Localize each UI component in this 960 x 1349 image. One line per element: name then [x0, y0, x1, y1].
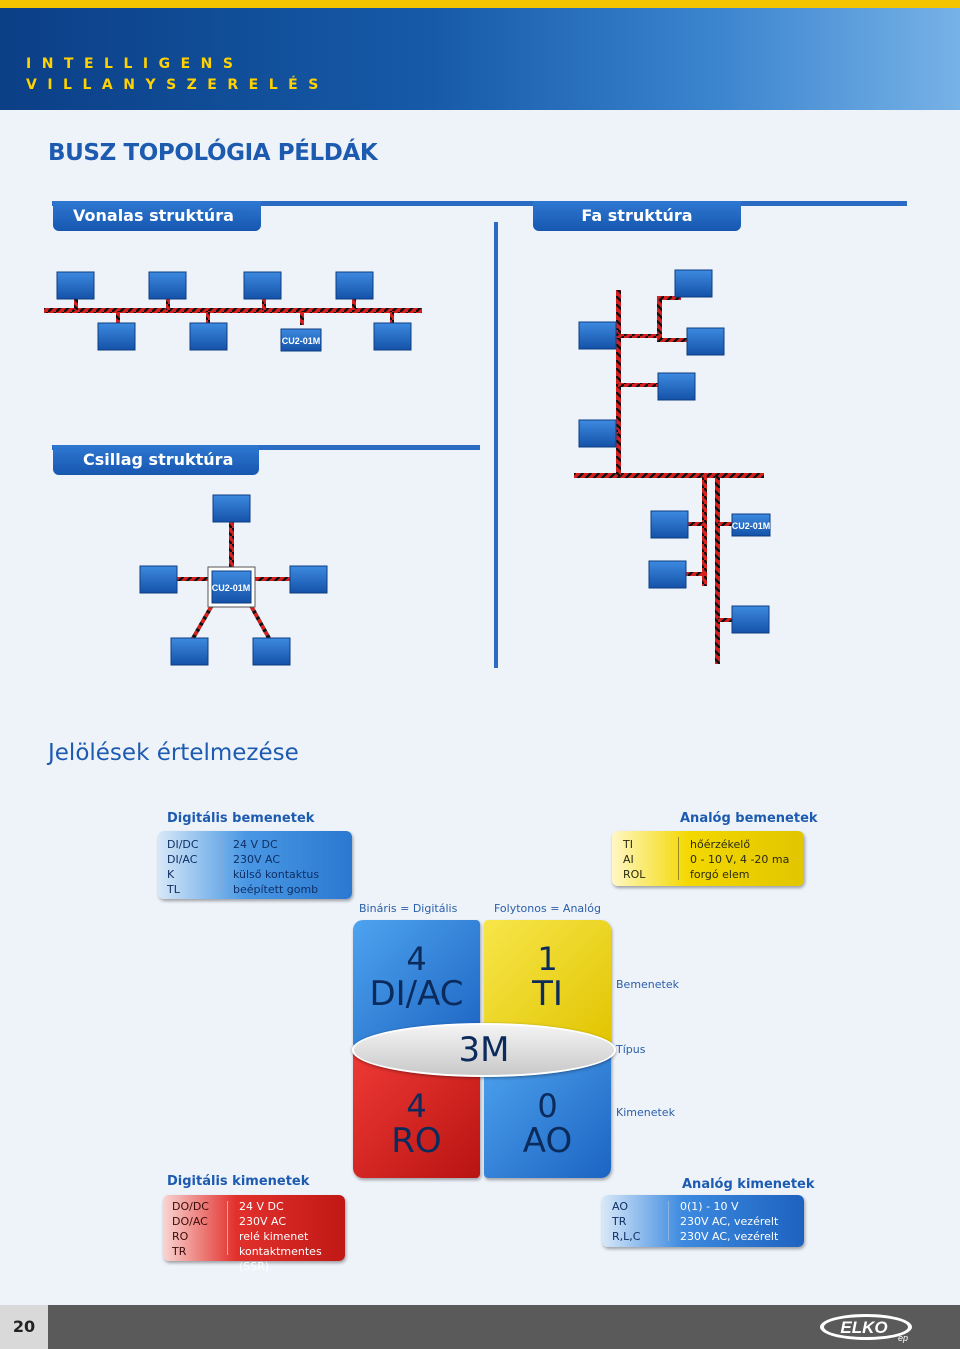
outputs-label: Kimenetek [616, 1106, 675, 1119]
cu2-label: CU2-01M [212, 583, 251, 593]
top-section-line [52, 201, 907, 206]
analog-outputs-box: AO TR R,L,C 0(1) - 10 V 230V AC, vezérel… [602, 1195, 804, 1247]
analog-outputs-descs: 0(1) - 10 V 230V AC, vezérelt 230V AC, v… [680, 1200, 779, 1243]
tab-line-structure: Vonalas struktúra [53, 201, 261, 231]
device-box [657, 372, 696, 401]
device-box [289, 565, 328, 594]
brand-text: ELKO [840, 1318, 887, 1337]
device-box [212, 494, 251, 523]
tab-tree-structure: Fa struktúra [533, 201, 741, 231]
cu2-unit-line [280, 328, 322, 352]
analog-inputs-descs: hőérzékelő 0 - 10 V, 4 -20 ma forgó elem [690, 838, 790, 881]
digital-outputs-box: DO/DC DO/AC RO TR 24 V DC 230V AC relé k… [163, 1195, 345, 1273]
binary-label: Bináris = Digitális [359, 902, 458, 915]
brand-sub-text: ep [898, 1333, 908, 1343]
device-box [56, 271, 95, 300]
digital-inputs-title: Digitális bemenetek [167, 811, 315, 826]
device-box [578, 321, 617, 350]
device-box [578, 419, 617, 448]
inputs-label: Bemenetek [616, 978, 679, 991]
tab-star-structure: Csillag struktúra [53, 445, 259, 475]
page-title: BUSZ TOPOLÓGIA PÉLDÁK [48, 140, 378, 166]
device-box [686, 327, 725, 356]
cu2-unit-tree [731, 513, 771, 537]
analog-outputs-title: Analóg kimenetek [682, 1177, 815, 1192]
io-grid: 4 DI/AC 1 TI 4 RO 0 AO 3M [352, 920, 616, 1178]
header-line2: VILLANYSZERELÉS [26, 77, 329, 93]
device-box [252, 637, 291, 666]
device-box [243, 271, 282, 300]
device-box [373, 322, 412, 351]
device-box [731, 605, 770, 634]
device-box [189, 322, 228, 351]
device-box [650, 510, 689, 539]
top-accent-bar [0, 0, 960, 8]
star-section-line [52, 445, 480, 450]
device-box [139, 565, 178, 594]
type-ellipse: 3M [352, 1023, 616, 1077]
device-box [335, 271, 374, 300]
analog-inputs-codes: TI AI ROL [623, 838, 646, 881]
cu2-label: CU2-01M [732, 521, 771, 531]
digital-inputs-box: DI/DC DI/AC K TL 24 V DC 230V AC külső k… [158, 831, 352, 899]
continuous-label: Folytonos = Analóg [494, 902, 601, 915]
tree-main-cable [574, 473, 764, 478]
line-bus-cable [44, 308, 422, 313]
type-label: Típus [616, 1043, 646, 1056]
footer-bar [0, 1305, 960, 1349]
page-number: 20 [0, 1305, 48, 1349]
cu2-unit-star [211, 570, 252, 604]
divider-vertical [494, 222, 498, 668]
digital-outputs-title: Digitális kimenetek [167, 1174, 310, 1189]
tree-structure-diagram: CU2-01M [574, 269, 771, 664]
analog-inputs-box: TI AI ROL hőérzékelő 0 - 10 V, 4 -20 ma … [612, 831, 804, 886]
device-box [674, 269, 713, 298]
elko-logo-mark: ELKO ep [820, 1314, 912, 1343]
header-line1: INTELLIGENS [26, 56, 244, 72]
analog-outputs-codes: AO TR R,L,C [612, 1200, 641, 1243]
digital-outputs-codes: DO/DC DO/AC RO TR [172, 1200, 209, 1258]
analog-inputs-title: Analóg bemenetek [680, 811, 818, 826]
header-banner [0, 8, 960, 110]
cu2-label: CU2-01M [282, 336, 321, 346]
digital-outputs-descs: 24 V DC 230V AC relé kimenet kontaktment… [239, 1200, 322, 1273]
device-box [648, 560, 687, 589]
device-box [170, 637, 209, 666]
device-box [148, 271, 187, 300]
digital-inputs-descs: 24 V DC 230V AC külső kontaktus beépítet… [233, 838, 320, 896]
elko-logo: ELKO ep [818, 1311, 914, 1343]
star-structure-diagram: CU2-01M [139, 494, 328, 666]
legend-title: Jelölések értelmezése [48, 740, 299, 766]
digital-inputs-codes: DI/DC DI/AC K TL [167, 838, 199, 896]
line-structure-diagram: CU2-01M [44, 271, 422, 352]
device-box [97, 322, 136, 351]
topology-diagrams: CU2-01M CU2-01M [44, 269, 771, 666]
